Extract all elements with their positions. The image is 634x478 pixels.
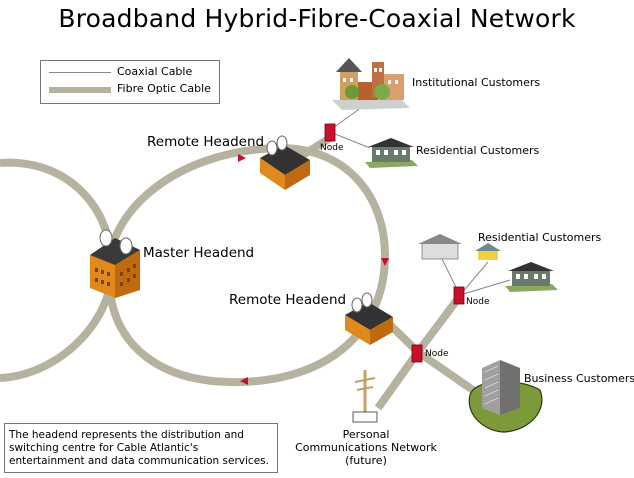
coax-line: [459, 261, 489, 296]
node-1-box: [324, 123, 336, 142]
legend-item-fibre: Fibre Optic Cable: [47, 82, 215, 98]
residential-customers-2-houses: [418, 234, 558, 292]
satellite-dish-icon: [99, 229, 113, 247]
coax-line: [329, 131, 371, 149]
residential-customers-1-house: [365, 138, 418, 168]
remote-headend-2-building: [345, 292, 393, 345]
legend-label-coax: Coaxial Cable: [117, 65, 193, 78]
description-note: The headend represents the distribution …: [4, 423, 278, 473]
satellite-dish-icon: [276, 135, 288, 151]
arrow-right-icon: [238, 154, 246, 162]
label-institutional-customers: Institutional Customers: [412, 76, 541, 89]
node-2-box: [453, 286, 465, 305]
label-master-headend: Master Headend: [143, 245, 255, 261]
business-customers-building: [468, 360, 543, 433]
label-remote-headend-2: Remote Headend: [229, 292, 347, 308]
label-residential-customers-1: Residential Customers: [416, 144, 540, 157]
page-title: Broadband Hybrid-Fibre-Coaxial Network: [58, 4, 576, 33]
fibre-ring-main: [104, 143, 390, 387]
label-pcn-line1: Personal: [342, 428, 390, 441]
master-headend-building: [90, 229, 140, 298]
node-3-box: [411, 344, 423, 363]
label-node-2: Node: [466, 297, 490, 307]
fibre-swatch: [49, 87, 111, 93]
label-node-1: Node: [320, 143, 344, 153]
coax-swatch: [49, 72, 111, 73]
arrow-left-icon: [240, 377, 248, 385]
pcn-tower-icon: [352, 370, 378, 423]
institutional-customers-buildings: [332, 58, 410, 110]
arrow-down-icon: [381, 258, 389, 266]
fibre-spur-4: [374, 349, 422, 411]
satellite-dish-icon: [351, 297, 363, 313]
satellite-dish-icon: [266, 140, 278, 156]
tree-icon: [374, 84, 390, 100]
label-residential-customers-2: Residential Customers: [478, 231, 602, 244]
satellite-dish-icon: [119, 237, 133, 255]
label-pcn-line2: Communications Network: [295, 441, 437, 454]
fibre-spur-3: [414, 293, 464, 355]
direction-arrows: [238, 154, 389, 385]
label-node-3: Node: [425, 349, 449, 359]
fibre-spur-5: [415, 348, 483, 399]
fibre-rings: [0, 134, 483, 411]
legend-item-coax: Coaxial Cable: [47, 65, 215, 81]
label-remote-headend-1: Remote Headend: [147, 134, 265, 150]
legend-label-fibre: Fibre Optic Cable: [117, 82, 211, 95]
legend: Coaxial Cable Fibre Optic Cable: [40, 60, 220, 104]
nodes: [324, 123, 465, 363]
label-pcn-line3: (future): [345, 454, 387, 467]
label-business-customers: Business Customers: [524, 372, 634, 385]
remote-headend-1-building: [260, 135, 310, 190]
coax-lines: [329, 99, 511, 296]
coax-line: [459, 279, 511, 296]
satellite-dish-icon: [361, 292, 373, 308]
tree-icon: [345, 85, 359, 99]
